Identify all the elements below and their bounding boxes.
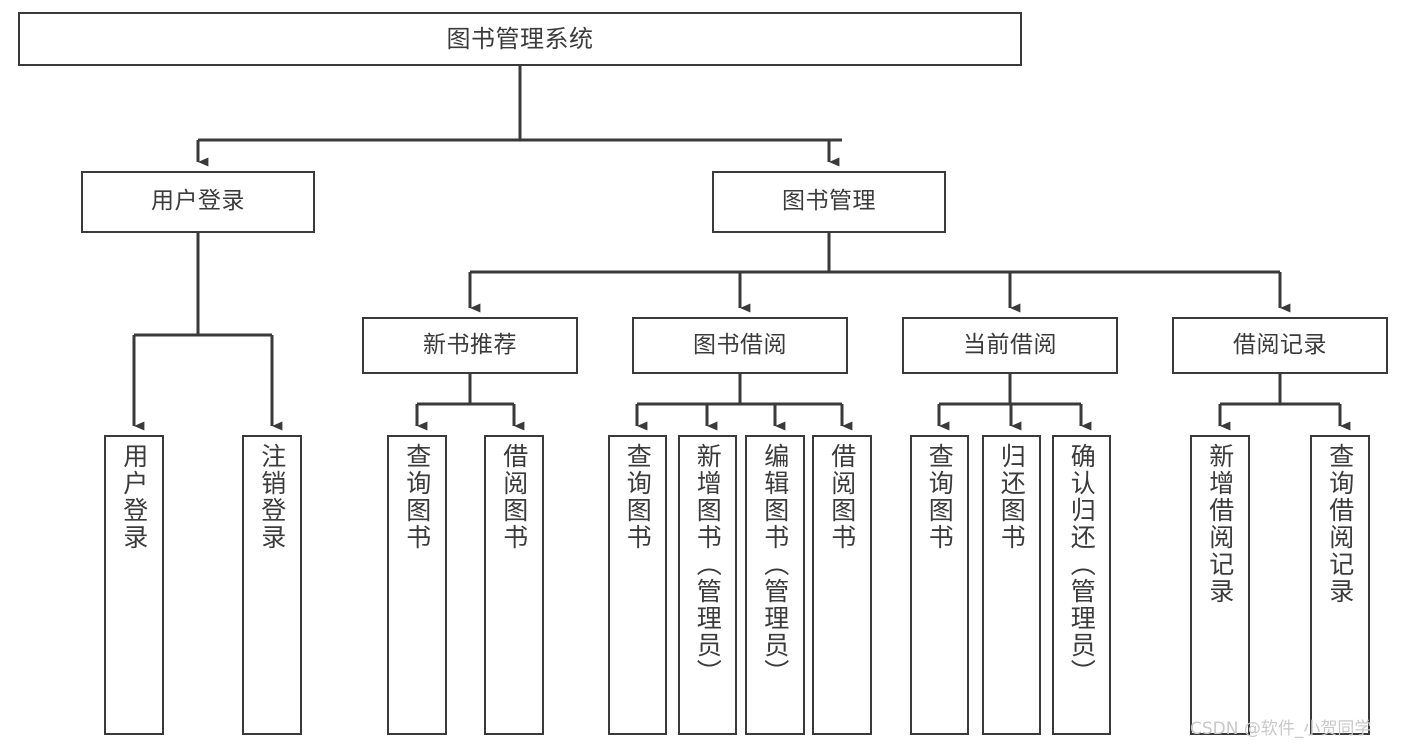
node-book-management[interactable]: 图书管理 — [712, 171, 946, 233]
leaf-add-book-label: 新增图书（管理员） — [693, 443, 723, 686]
leaf-borrow-book-2[interactable]: 借阅图书 — [812, 435, 872, 735]
node-book-management-label: 图书管理 — [782, 188, 876, 215]
leaf-query-book-2-label: 查询图书 — [623, 443, 653, 551]
leaf-query-record[interactable]: 查询借阅记录 — [1310, 435, 1370, 735]
leaf-query-book-3-label: 查询图书 — [925, 443, 955, 551]
node-user-login[interactable]: 用户登录 — [81, 171, 315, 233]
leaf-query-book-1-label: 查询图书 — [402, 443, 432, 551]
leaf-borrow-book-1-label: 借阅图书 — [499, 443, 529, 551]
leaf-logout[interactable]: 注销登录 — [242, 435, 302, 735]
node-borrow-record-label: 借阅记录 — [1233, 331, 1327, 358]
node-user-login-label: 用户登录 — [151, 188, 245, 215]
leaf-edit-book-label: 编辑图书（管理员） — [760, 443, 790, 686]
node-book-borrow-label: 图书借阅 — [693, 331, 787, 358]
leaf-user-login[interactable]: 用户登录 — [104, 435, 164, 735]
leaf-borrow-book-2-label: 借阅图书 — [827, 443, 857, 551]
node-current-borrow-label: 当前借阅 — [963, 331, 1057, 358]
leaf-add-record[interactable]: 新增借阅记录 — [1190, 435, 1250, 735]
leaf-borrow-book-1[interactable]: 借阅图书 — [484, 435, 544, 735]
node-borrow-record[interactable]: 借阅记录 — [1172, 317, 1388, 374]
node-new-book-recommend-label: 新书推荐 — [423, 331, 517, 358]
leaf-add-record-label: 新增借阅记录 — [1205, 443, 1235, 605]
leaf-confirm-return-label: 确认归还（管理员） — [1067, 443, 1097, 686]
leaf-add-book[interactable]: 新增图书（管理员） — [678, 435, 737, 735]
leaf-query-book-2[interactable]: 查询图书 — [608, 435, 667, 735]
leaf-edit-book[interactable]: 编辑图书（管理员） — [745, 435, 805, 735]
csdn-watermark: CSDN @软件_小贺同学 — [1190, 719, 1372, 739]
leaf-query-book-1[interactable]: 查询图书 — [387, 435, 447, 735]
node-root-label: 图书管理系统 — [446, 24, 594, 53]
leaf-confirm-return[interactable]: 确认归还（管理员） — [1052, 435, 1111, 735]
node-root[interactable]: 图书管理系统 — [18, 12, 1022, 66]
leaf-return-book[interactable]: 归还图书 — [982, 435, 1041, 735]
leaf-return-book-label: 归还图书 — [997, 443, 1027, 551]
node-current-borrow[interactable]: 当前借阅 — [902, 317, 1118, 374]
leaf-query-book-3[interactable]: 查询图书 — [910, 435, 969, 735]
leaf-logout-label: 注销登录 — [257, 443, 287, 551]
leaf-user-login-label: 用户登录 — [119, 443, 149, 551]
node-new-book-recommend[interactable]: 新书推荐 — [362, 317, 578, 374]
node-book-borrow[interactable]: 图书借阅 — [632, 317, 848, 374]
leaf-query-record-label: 查询借阅记录 — [1325, 443, 1355, 605]
